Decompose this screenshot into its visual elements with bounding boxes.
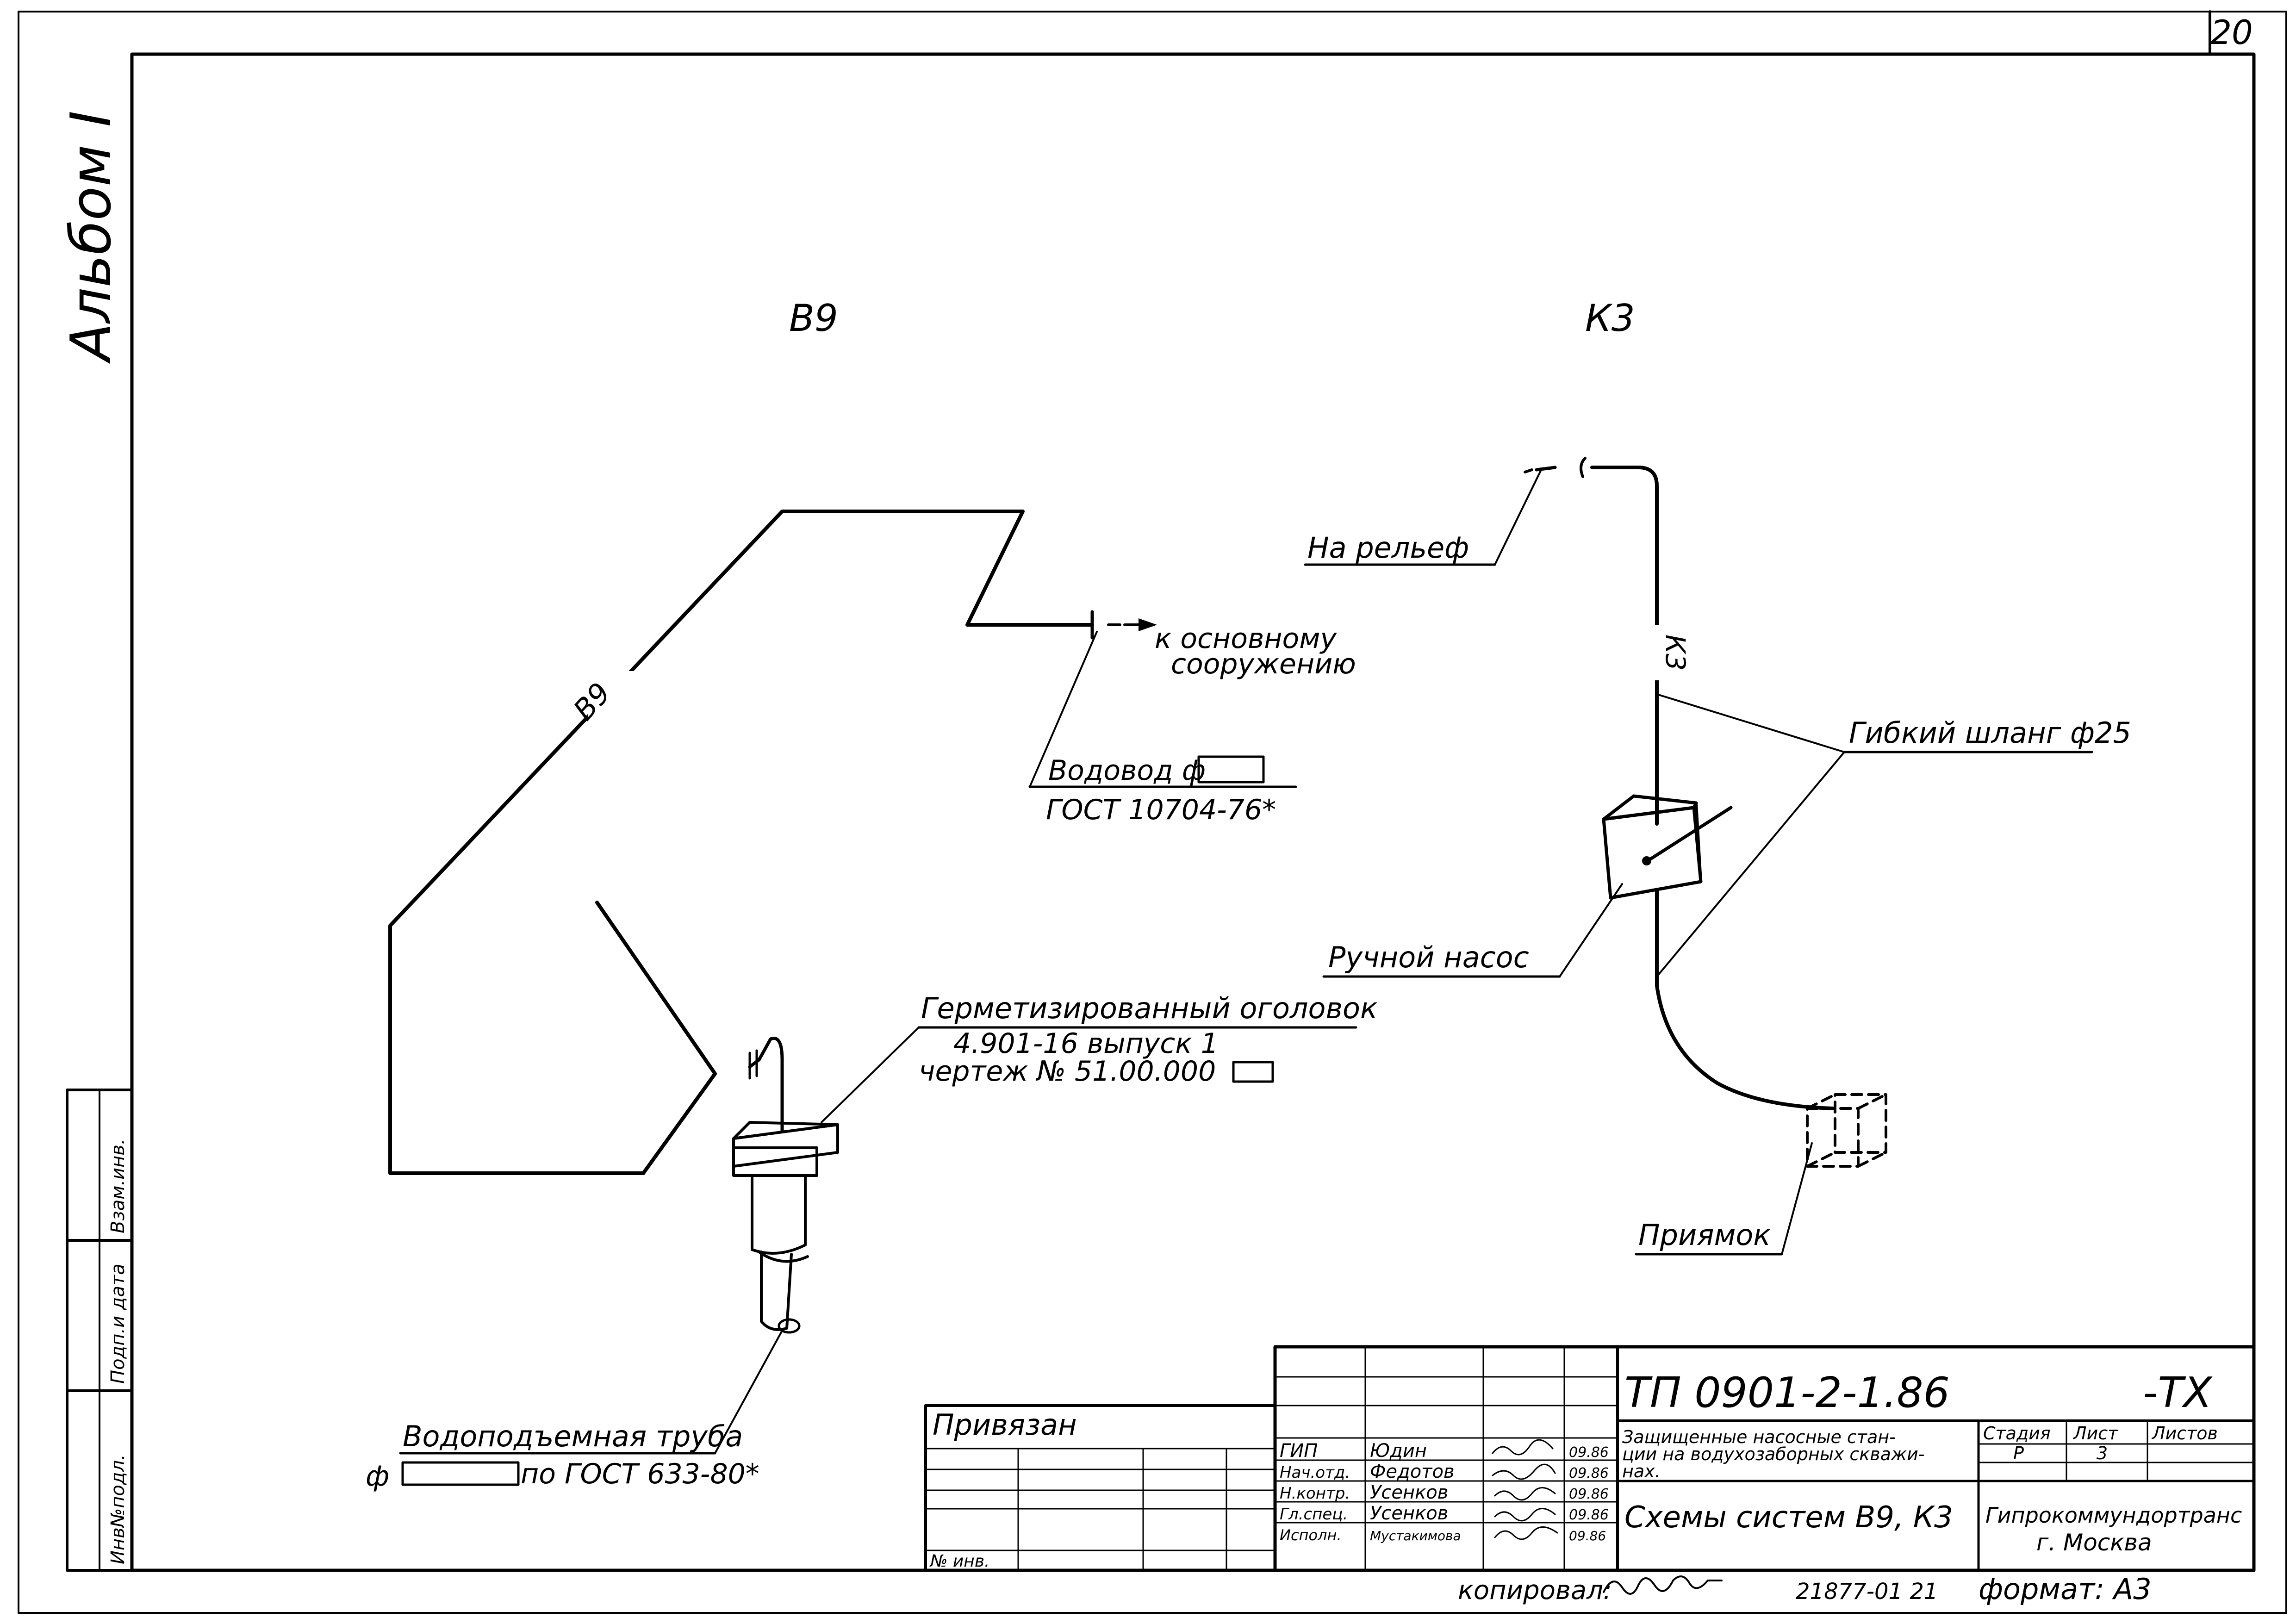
stage-value: Р (2013, 1443, 2024, 1463)
city: г. Москва (2036, 1529, 2152, 1556)
sheets-header: Листов (2151, 1423, 2218, 1444)
to-main-line1: к основному (1155, 622, 1338, 655)
order-number: 21877-01 21 (1796, 1579, 1938, 1605)
footer: копировал: 21877-01 21 формат: А3 (1458, 1572, 2152, 1606)
pit (1806, 1093, 1887, 1168)
role-executor: Исполн. (1280, 1526, 1342, 1544)
bound-label: Привязан (933, 1408, 1077, 1442)
date-gip: 09.86 (1569, 1444, 1609, 1461)
object-name-2: ции на водухозаборных скважи- (1622, 1444, 1925, 1464)
scheme-k3: К3 На рельеф К3 (1304, 297, 2131, 1256)
side-stamp: Взам.инв. Подп.и дата Инв№подл. (66, 1089, 133, 1572)
pipe-k3-top (1590, 466, 1659, 826)
scheme-v9: В9 В9 к основному сооружению Водовод ф Г… (366, 297, 1378, 1493)
pipeline-diameter-box (1197, 755, 1265, 784)
sheet-frame: 20 (18, 10, 2287, 1614)
date-norm-control: 09.86 (1569, 1486, 1609, 1502)
copied-label: копировал: (1458, 1575, 1612, 1605)
scheme-k3-title: К3 (1585, 297, 1635, 340)
format-label: формат: А3 (1979, 1572, 2152, 1606)
date-executor: 09.86 (1569, 1528, 1606, 1543)
sheet-number: 20 (2210, 13, 2253, 52)
name-dept-head: Федотов (1370, 1461, 1455, 1482)
side-stamp-sign-date: Подп.и дата (107, 1263, 129, 1384)
side-stamp-inv-orig: Инв№подл. (107, 1454, 129, 1564)
signatures (1492, 1439, 1558, 1540)
inv-no-label: № инв. (929, 1552, 989, 1571)
designation-suffix: -ТХ (2143, 1369, 2213, 1417)
pipeline-gost: ГОСТ 10704-76* (1046, 794, 1276, 826)
hand-pump (1602, 794, 1733, 900)
side-stamp-replace-inv: Взам.инв. (107, 1139, 129, 1233)
organization: Гипрокоммундортранс (1985, 1503, 2242, 1528)
role-norm-control: Н.контр. (1280, 1484, 1350, 1503)
hose-label: Гибкий шланг ф25 (1849, 716, 2131, 750)
pipe-k3-bottom (1655, 889, 1835, 1110)
album-label: Альбом I (59, 111, 124, 364)
role-chief-spec: Гл.спец. (1280, 1505, 1348, 1524)
drawing-name: Схемы систем В9, К3 (1624, 1500, 1953, 1535)
sealed-head-ref1: 4.901-16 выпуск 1 (953, 1027, 1219, 1060)
to-main-line2: сооружению (1171, 648, 1356, 680)
name-gip: Юдин (1370, 1440, 1427, 1462)
stage-header: Стадия (1983, 1423, 2051, 1444)
pit-label: Приямок (1638, 1218, 1771, 1252)
role-gip: ГИП (1280, 1440, 1318, 1462)
riser-phi: ф (366, 1460, 389, 1493)
sealed-head-box (1232, 1061, 1274, 1083)
riser-diameter-box (401, 1461, 520, 1486)
role-dept-head: Нач.отд. (1280, 1463, 1350, 1482)
sheet-value: 3 (2097, 1443, 2108, 1463)
title-block: Привязан № инв. ГИП Юдин 09.86 Нач.отд. … (924, 1345, 2256, 1572)
hand-pump-label: Ручной насос (1328, 940, 1529, 974)
name-norm-control: Усенков (1370, 1482, 1448, 1503)
riser-gost: по ГОСТ 633-80* (521, 1458, 759, 1490)
name-executor: Мустакимова (1370, 1528, 1461, 1543)
scheme-v9-title: В9 (789, 297, 838, 340)
pipe-v9 (388, 510, 1094, 1175)
well-head (732, 1037, 839, 1334)
sealed-head-ref2: чертеж № 51.00.000 (919, 1055, 1216, 1088)
pipeline-label: Водовод ф (1048, 754, 1206, 787)
date-dept-head: 09.86 (1569, 1465, 1609, 1481)
object-name-1: Защищенные насосные стан- (1622, 1427, 1896, 1447)
object-name-3: нах. (1622, 1461, 1661, 1481)
to-relief-label: На рельеф (1307, 531, 1469, 565)
name-chief-spec: Усенков (1370, 1503, 1448, 1524)
pipe-k3-label: К3 (1660, 635, 1691, 671)
designation: ТП 0901-2-1.86 (1624, 1369, 1950, 1417)
sheet-header: Лист (2072, 1423, 2119, 1444)
riser-label: Водоподъемная труба (403, 1419, 743, 1453)
sealed-head-label: Герметизированный оголовок (921, 991, 1378, 1025)
date-chief-spec: 09.86 (1569, 1507, 1609, 1523)
copier-signature (1603, 1575, 1723, 1595)
